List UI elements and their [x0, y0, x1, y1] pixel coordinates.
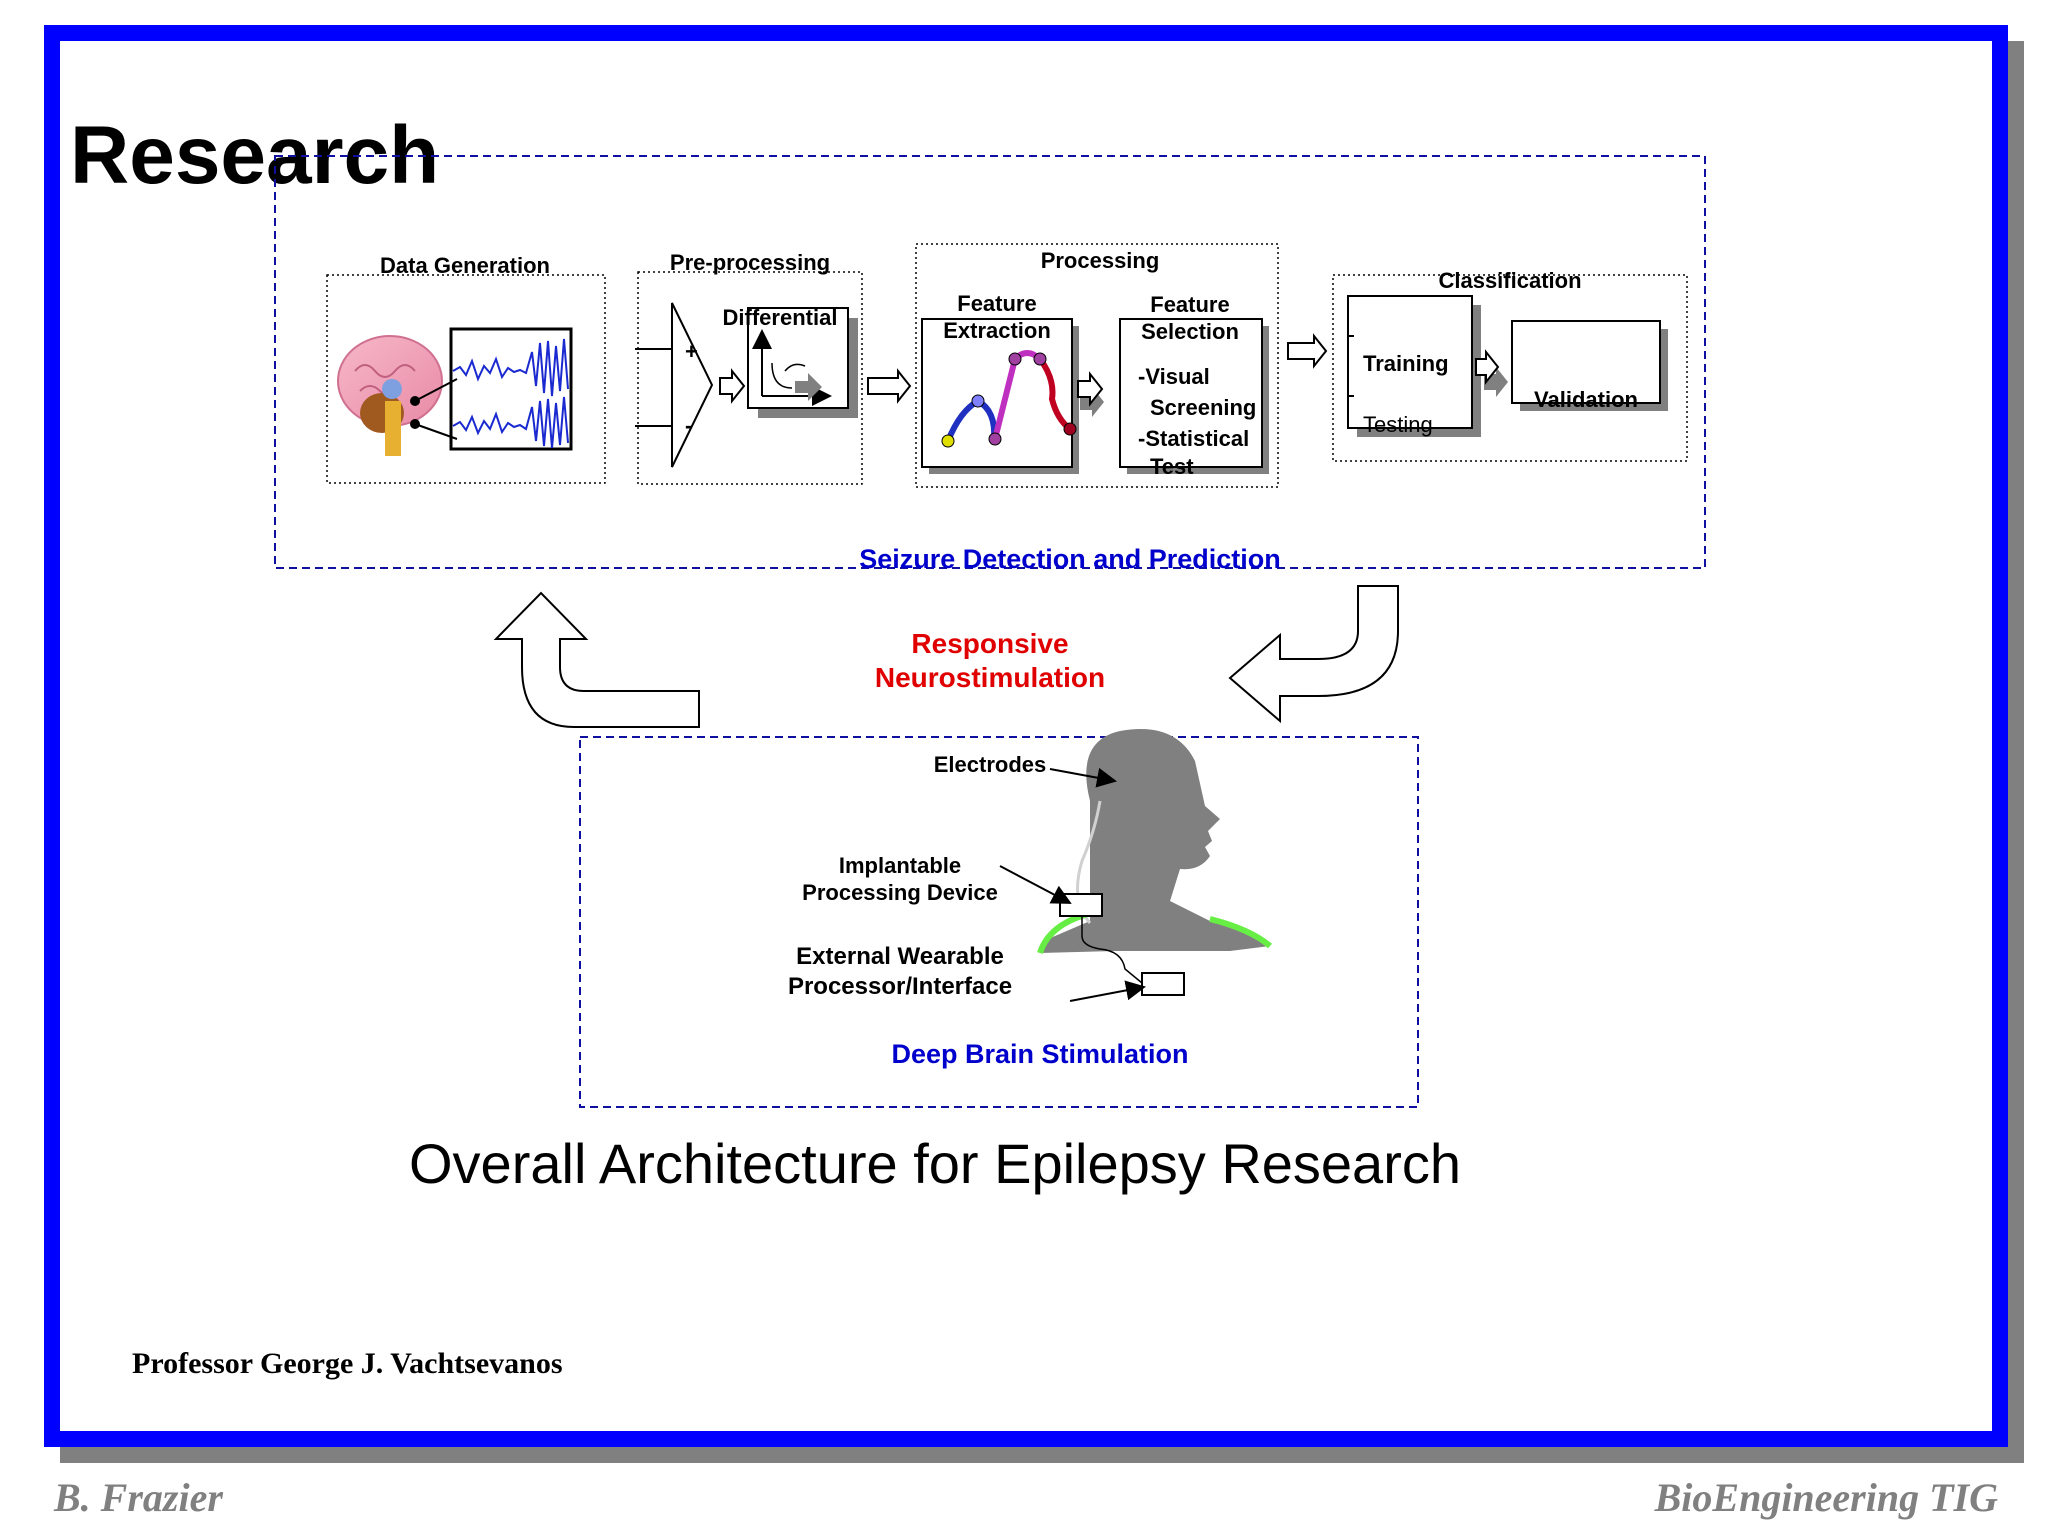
footer-group: BioEngineering TIG — [1654, 1475, 1998, 1520]
hollow-arrow-icon — [719, 368, 746, 404]
flow-arrow-icon — [867, 368, 912, 404]
label-feature-extraction-2: Extraction — [943, 318, 1051, 343]
preprocessing-box — [637, 271, 863, 485]
brain-icon — [337, 335, 443, 456]
label-feature-extraction-1: Feature — [957, 291, 1037, 316]
electrode-lead-top — [414, 378, 458, 402]
label-validation: Validation — [1534, 387, 1638, 412]
selection-item-statistical: -Statistical — [1138, 426, 1250, 451]
label-implantable-2: Processing Device — [802, 880, 998, 905]
label-external-2: Processor/Interface — [787, 973, 1013, 1000]
footer-author: B. Frazier — [54, 1475, 223, 1520]
feedback-arrow-up-icon — [493, 591, 700, 728]
panel-label-seizure-detection: Seizure Detection and Prediction — [859, 544, 1281, 574]
hollow-arrow-icon — [1475, 349, 1500, 385]
lead-wire — [1081, 916, 1143, 984]
label-implantable-1: Implantable — [838, 853, 962, 878]
feature-selection-box — [1119, 318, 1263, 468]
deep-brain-stimulation-panel — [579, 736, 1419, 1108]
validation-box — [1511, 320, 1661, 404]
feature-trajectory-icon — [941, 350, 1077, 448]
external-processor-icon — [1141, 972, 1185, 996]
electrodes-pointer — [1049, 767, 1117, 788]
selection-item-test: Test — [1150, 454, 1194, 479]
differential-amplifier — [671, 302, 714, 468]
feedback-arrow-down-icon — [1228, 585, 1399, 724]
label-external-1: External Wearable — [796, 943, 1004, 970]
slide-frame: Research — [44, 25, 2008, 1447]
classification-box — [1332, 274, 1688, 462]
plus-sign: + — [685, 339, 698, 364]
selection-item-visual: -Visual — [1138, 364, 1210, 389]
label-classification: Classification — [1438, 268, 1582, 293]
slide-title: Research — [70, 110, 440, 201]
hollow-arrow-icon — [1077, 371, 1104, 407]
architecture-diagram: + - — [274, 155, 1706, 1108]
diagram-caption: Overall Architecture for Epilepsy Resear… — [409, 1132, 1461, 1195]
label-responsive-2: Neurostimulation — [874, 662, 1106, 693]
label-feature-selection-1: Feature — [1150, 292, 1230, 317]
implantable-pointer — [999, 865, 1072, 904]
external-pointer — [1069, 980, 1146, 1002]
label-feature-selection-2: Selection — [1141, 319, 1239, 344]
training-testing-box — [1347, 295, 1473, 429]
implantable-device-icon — [1059, 893, 1103, 917]
label-responsive-1: Responsive — [911, 628, 1069, 659]
label-processing: Processing — [1040, 248, 1160, 273]
flow-arrow-icon — [1287, 333, 1328, 369]
label-electrodes: Electrodes — [933, 752, 1047, 777]
label-testing: Testing — [1363, 412, 1433, 437]
processing-box — [915, 243, 1279, 488]
label-differential: Differential — [722, 305, 838, 330]
eeg-trace-top — [452, 338, 569, 397]
eeg-trace-bottom — [452, 396, 569, 449]
label-training: Training — [1363, 351, 1449, 376]
slide-body: Research — [60, 41, 1992, 1431]
electrode-lead-bottom — [414, 423, 458, 440]
minus-sign: - — [685, 413, 692, 438]
data-generation-box — [326, 274, 606, 484]
panel-label-deep-brain-stimulation: Deep Brain Stimulation — [891, 1039, 1189, 1069]
label-data-generation: Data Generation — [380, 253, 550, 278]
professor-name: Professor George J. Vachtsevanos — [132, 1347, 563, 1380]
label-preprocessing: Pre-processing — [669, 250, 831, 275]
seizure-detection-panel — [274, 155, 1706, 569]
selection-item-screening: Screening — [1150, 395, 1257, 420]
